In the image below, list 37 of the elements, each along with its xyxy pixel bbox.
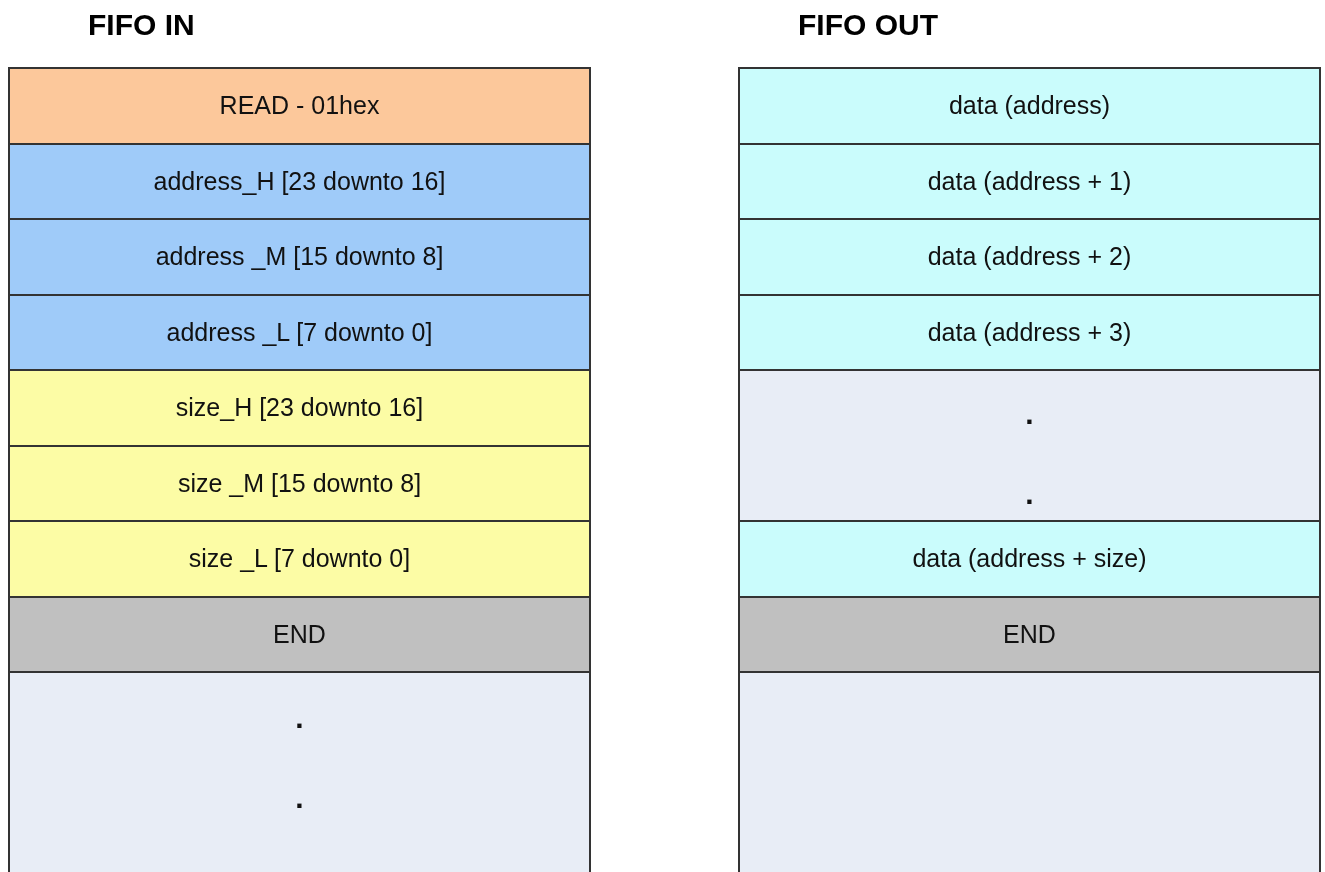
column-heading: FIFO OUT (798, 8, 938, 42)
fifo-row (8, 671, 591, 872)
ellipsis-dot: . (1025, 399, 1034, 429)
row-text: address_H [23 downto 16] (153, 166, 446, 196)
ellipsis-dot: . (295, 703, 304, 733)
row-text: address _M [15 downto 8] (155, 242, 444, 272)
row-text: data (address + size) (912, 544, 1147, 574)
fifo-row (738, 293, 1321, 371)
fifo-row (738, 520, 1321, 598)
row-text: size _M [15 downto 8] (177, 468, 422, 498)
ellipsis-dot: . (1025, 479, 1034, 509)
row-text: data (address + 2) (927, 242, 1132, 272)
fifo-row (8, 67, 591, 145)
fifo-row (738, 67, 1321, 145)
fifo-row (8, 595, 591, 673)
row-text: size_H [23 downto 16] (175, 393, 424, 423)
fifo-row (738, 671, 1321, 872)
row-text: READ - 01hex (219, 91, 380, 121)
row-text: size _L [7 downto 0] (188, 544, 411, 574)
row-text: END (1003, 619, 1056, 649)
row-text: data (address) (948, 91, 1111, 121)
row-text: data (address + 3) (927, 317, 1132, 347)
fifo-row (738, 595, 1321, 673)
fifo-row (8, 444, 591, 522)
fifo-row (8, 293, 591, 371)
fifo-row (8, 369, 591, 447)
fifo-row (738, 218, 1321, 296)
fifo-row (738, 142, 1321, 220)
fifo-row (8, 218, 591, 296)
column-heading: FIFO IN (88, 8, 195, 42)
row-text: END (273, 619, 326, 649)
ellipsis-dot: . (295, 783, 304, 813)
fifo-row (738, 369, 1321, 522)
fifo-row (8, 142, 591, 220)
fifo-row (8, 520, 591, 598)
row-text: address _L [7 downto 0] (166, 317, 433, 347)
row-text: data (address + 1) (927, 166, 1132, 196)
